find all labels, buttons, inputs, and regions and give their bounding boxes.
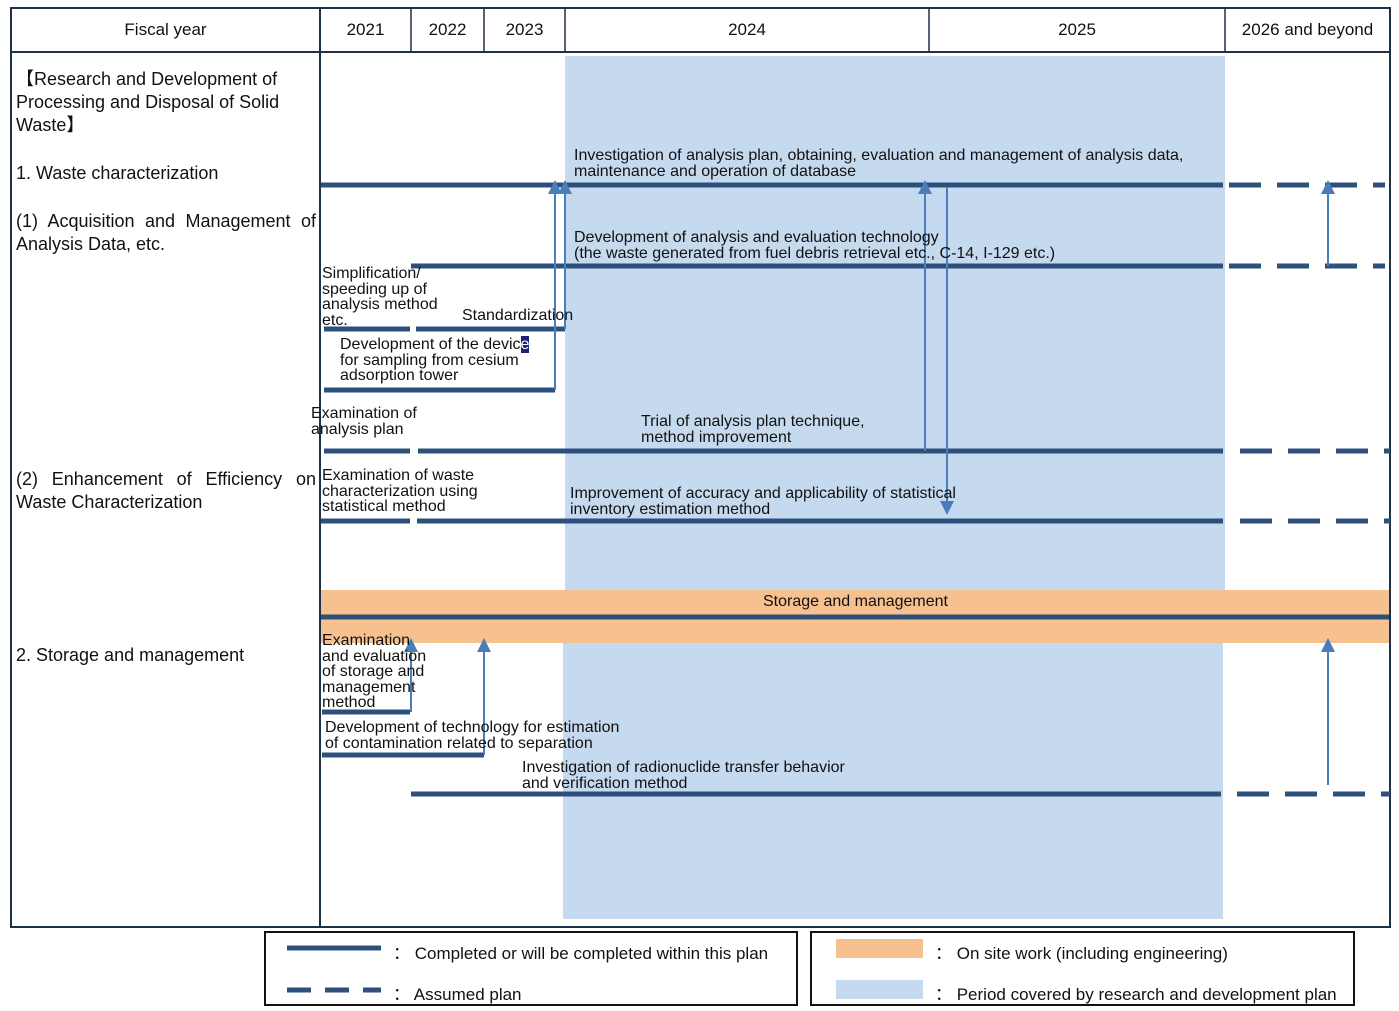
label-exam-storage: Examination and evaluation of storage an…	[322, 632, 427, 711]
label-dev-tech: Development of analysis and evaluation t…	[574, 229, 1056, 262]
header-year-2025: 2025	[1058, 20, 1096, 39]
label-standardization: Standardization	[462, 307, 574, 324]
header-year-2022: 2022	[428, 20, 467, 39]
rd-period-block-bottom	[563, 640, 1223, 919]
section-heading: 【Research and Development of Processing …	[16, 69, 280, 135]
table-frame	[10, 7, 1391, 928]
item-storage-management: 2. Storage and management	[16, 645, 245, 665]
label-accuracy: Improvement of accuracy and applicabilit…	[570, 485, 956, 518]
text-cursor-highlight: e	[520, 336, 530, 353]
legend-orange-text: ： On site work (including engineering)	[935, 944, 1228, 963]
item-enhancement-efficiency: (2) Enhancement of Efficiency on Waste C…	[16, 469, 316, 512]
label-trial: Trial of analysis plan technique, method…	[641, 413, 865, 446]
label-device-sampling: Development of the device for sampling f…	[340, 336, 530, 384]
legend-blue-swatch	[836, 980, 923, 999]
label-exam-plan: Examination of analysis plan	[311, 405, 417, 438]
header-fiscal-year: Fiscal year	[124, 20, 207, 39]
header-year-2026-beyond: 2026 and beyond	[1241, 20, 1374, 39]
rd-period-block-mid	[565, 402, 1225, 432]
label-device-part1: Development of the devic	[340, 336, 521, 353]
item-waste-characterization: 1. Waste characterization	[16, 163, 219, 183]
label-exam-waste: Examination of waste characterization us…	[322, 467, 478, 515]
rd-period-block-top	[565, 56, 1225, 594]
header-year-2024: 2024	[728, 20, 766, 39]
legend-blue-text: ： Period covered by research and develop…	[935, 985, 1337, 1004]
header-year-2021: 2021	[346, 20, 385, 39]
header-year-2023: 2023	[505, 20, 544, 39]
label-radionuclide: Investigation of radionuclide transfer b…	[522, 759, 845, 792]
label-device-part2: for sampling from cesium adsorption towe…	[340, 351, 519, 384]
label-contamination: Development of technology for estimation…	[325, 719, 620, 752]
legend-solid-text: ： Completed or will be completed within …	[393, 944, 769, 963]
label-simplification: Simplification/ speeding up of analysis …	[322, 265, 438, 329]
label-database: Investigation of analysis plan, obtainin…	[574, 147, 1184, 180]
item-acquisition-management: (1) Acquisition and Management of Analys…	[16, 211, 316, 254]
legend-orange-swatch	[836, 939, 923, 958]
legend-dashed-text: ： Assumed plan	[393, 985, 522, 1004]
label-storage-band: Storage and management	[762, 593, 948, 610]
legend-box-left	[264, 931, 798, 1006]
